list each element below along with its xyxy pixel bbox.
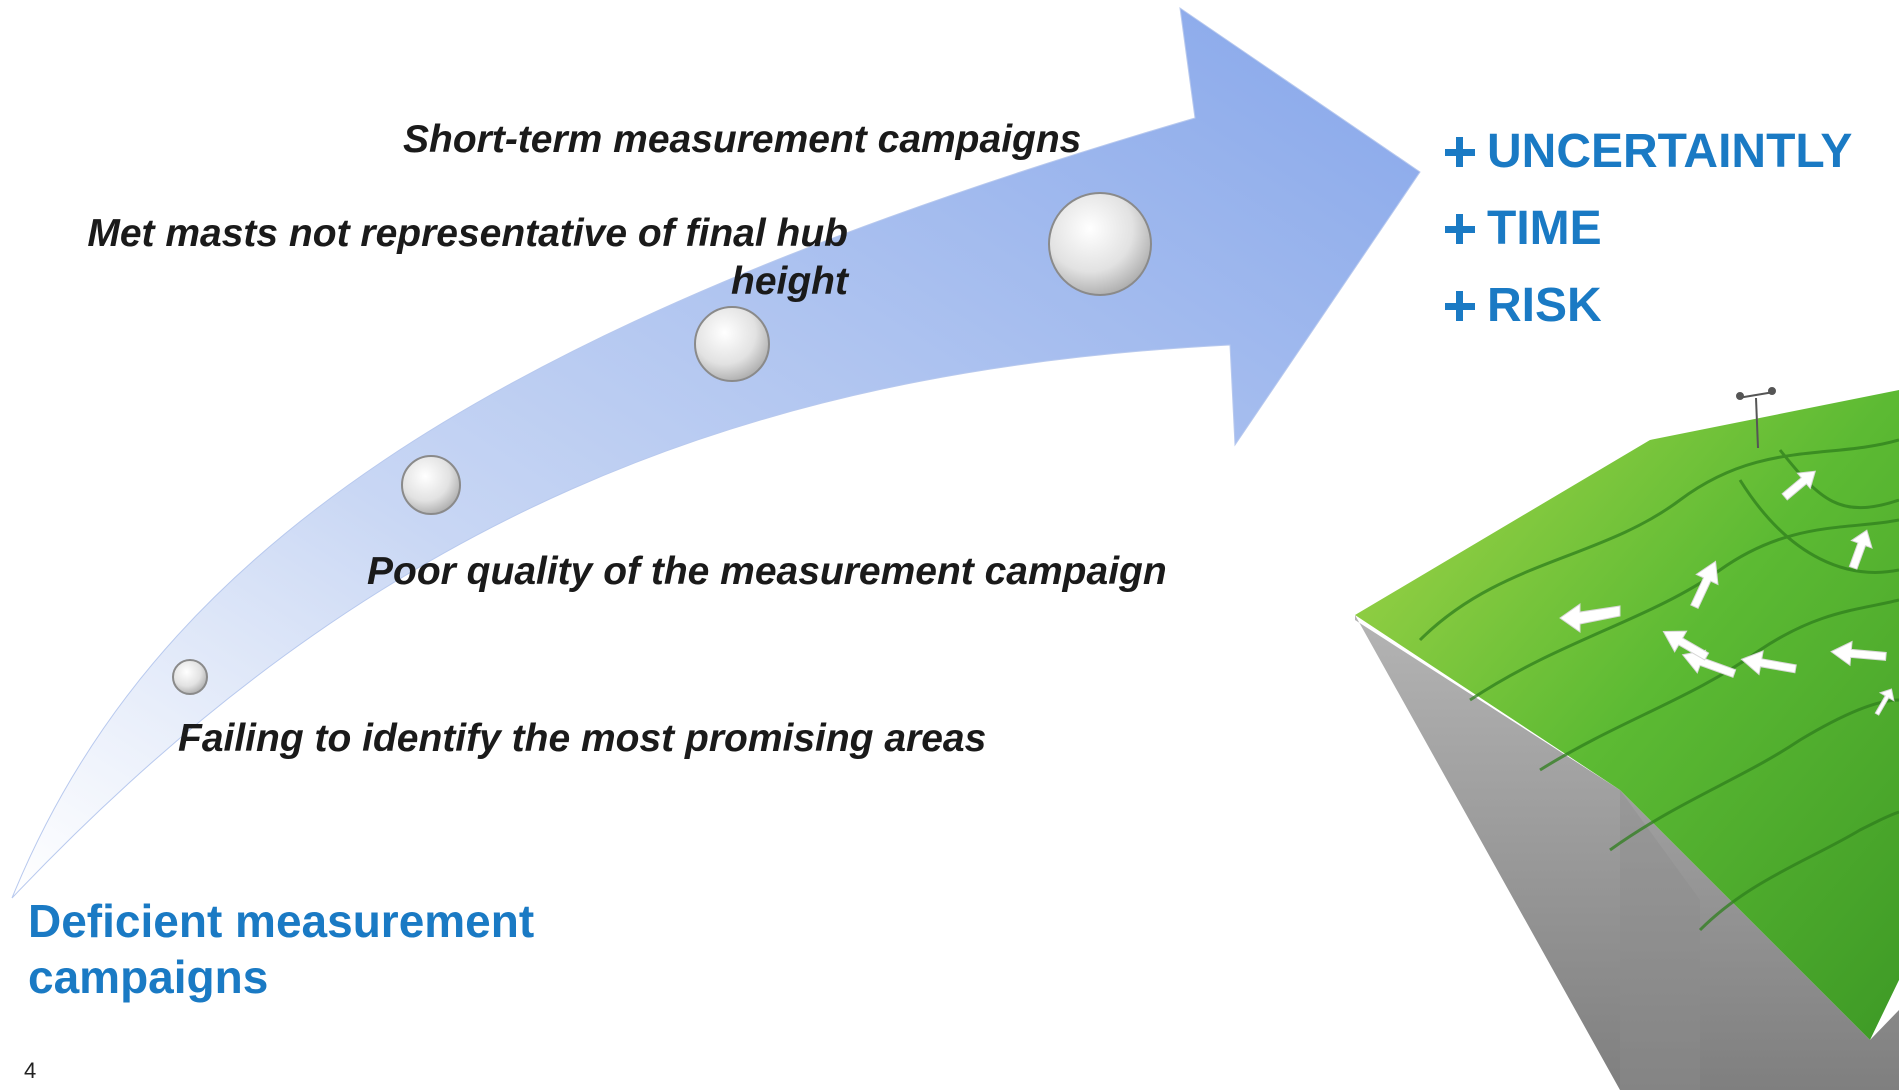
stage-label-3: Met masts not representative of final hu… [87, 212, 848, 303]
plus-icon [1445, 214, 1475, 244]
consequence-label: TIME [1487, 202, 1602, 255]
stage-marker-2 [401, 455, 461, 515]
stage-label-2: Poor quality of the measurement campaign [367, 550, 1167, 593]
consequence-risk: RISK [1445, 278, 1602, 334]
conclusion-title: Deficient measurement campaigns [28, 895, 535, 1003]
stage-marker-1 [172, 659, 208, 695]
plus-icon [1445, 137, 1475, 167]
met-mast-icon [1736, 387, 1776, 449]
stage-label-4: Short-term measurement campaigns [403, 118, 1082, 161]
terrain-illustration [1355, 387, 1899, 1090]
consequence-label: RISK [1487, 279, 1602, 332]
stage-label-1: Failing to identify the most promising a… [178, 717, 987, 760]
plus-icon [1445, 291, 1475, 321]
stage-marker-4 [1048, 192, 1152, 296]
consequence-time: TIME [1445, 201, 1602, 257]
consequence-uncertaintly: UNCERTAINTLY [1445, 124, 1852, 180]
consequence-label: UNCERTAINTLY [1487, 125, 1853, 178]
page-number: 4 [24, 1058, 37, 1083]
stage-marker-3 [694, 306, 770, 382]
